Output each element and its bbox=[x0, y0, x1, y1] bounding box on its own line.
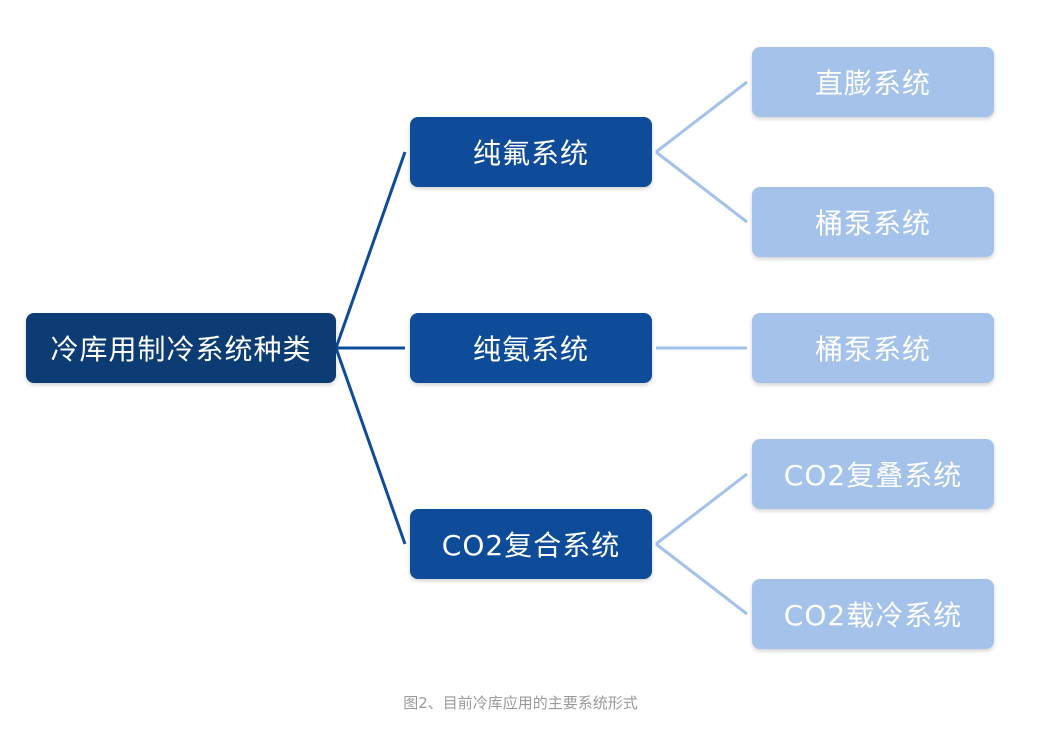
leaf-node-label: 直膨系统 bbox=[814, 67, 931, 100]
leaf-node-label: 桶泵系统 bbox=[814, 207, 931, 240]
root-node: 冷库用制冷系统种类 bbox=[26, 313, 336, 383]
connector-branch-2-leaf-3 bbox=[655, 472, 748, 546]
branch-node-label: CO2复合系统 bbox=[441, 529, 621, 562]
leaf-node-co2-cascade: CO2复叠系统 bbox=[752, 439, 994, 509]
leaf-node-label: CO2载冷系统 bbox=[783, 599, 963, 632]
branch-node-co2-composite: CO2复合系统 bbox=[410, 509, 652, 579]
connector-branch-2-leaf-4 bbox=[655, 542, 748, 616]
connector-root-branch-0 bbox=[334, 151, 407, 349]
connector-root-branch-2 bbox=[334, 347, 407, 545]
connector-branch-0-leaf-1 bbox=[655, 150, 748, 224]
leaf-node-co2-secondary-coolant: CO2载冷系统 bbox=[752, 579, 994, 649]
leaf-node-barrel-pump: 桶泵系统 bbox=[752, 187, 994, 257]
leaf-node-label: 桶泵系统 bbox=[814, 333, 931, 366]
branch-node-ammonia: 纯氨系统 bbox=[410, 313, 652, 383]
figure-caption: 图2、目前冷库应用的主要系统形式 bbox=[403, 694, 638, 712]
leaf-node-label: CO2复叠系统 bbox=[783, 459, 963, 492]
leaf-node-direct-expansion: 直膨系统 bbox=[752, 47, 994, 117]
branch-node-label: 纯氟系统 bbox=[472, 137, 589, 170]
connector-branch-0-leaf-0 bbox=[655, 80, 748, 154]
branch-node-fluorine: 纯氟系统 bbox=[410, 117, 652, 187]
branch-node-label: 纯氨系统 bbox=[472, 333, 589, 366]
leaf-node-barrel-pump: 桶泵系统 bbox=[752, 313, 994, 383]
root-node-label: 冷库用制冷系统种类 bbox=[50, 333, 312, 366]
